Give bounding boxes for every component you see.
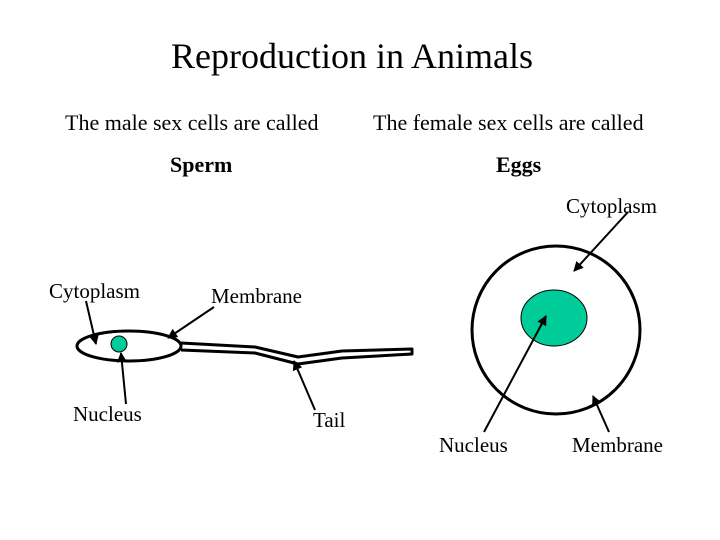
sperm-cell <box>75 329 414 366</box>
egg-cell <box>470 244 642 416</box>
sperm-tail-label: Tail <box>313 408 346 432</box>
egg-cytoplasm-label: Cytoplasm <box>566 194 658 218</box>
sperm-cytoplasm-label: Cytoplasm <box>49 279 141 303</box>
egg-nucleus-label: Nucleus <box>439 433 508 457</box>
arrow-sperm-tail <box>292 360 316 411</box>
arrow-sperm-cytoplasm <box>85 300 99 345</box>
eggs-heading: Eggs <box>496 152 542 177</box>
sperm-nucleus <box>110 335 128 353</box>
arrow-sperm-nucleus <box>116 352 127 405</box>
egg-membrane-label: Membrane <box>572 433 663 457</box>
sperm-heading: Sperm <box>170 152 233 177</box>
female-intro-text: The female sex cells are called <box>373 110 644 135</box>
sperm-membrane-label: Membrane <box>211 284 302 308</box>
egg-nucleus <box>520 289 588 347</box>
arrow-egg-nucleus <box>483 315 547 433</box>
sperm-tail <box>180 341 414 366</box>
page-title: Reproduction in Animals <box>171 36 533 76</box>
arrow-egg-membrane <box>592 395 610 433</box>
sperm-nucleus-label: Nucleus <box>73 402 142 426</box>
sperm-head-membrane <box>75 329 183 363</box>
arrow-egg-cytoplasm <box>573 211 629 272</box>
arrow-sperm-membrane <box>167 306 215 339</box>
male-intro-text: The male sex cells are called <box>65 110 319 135</box>
